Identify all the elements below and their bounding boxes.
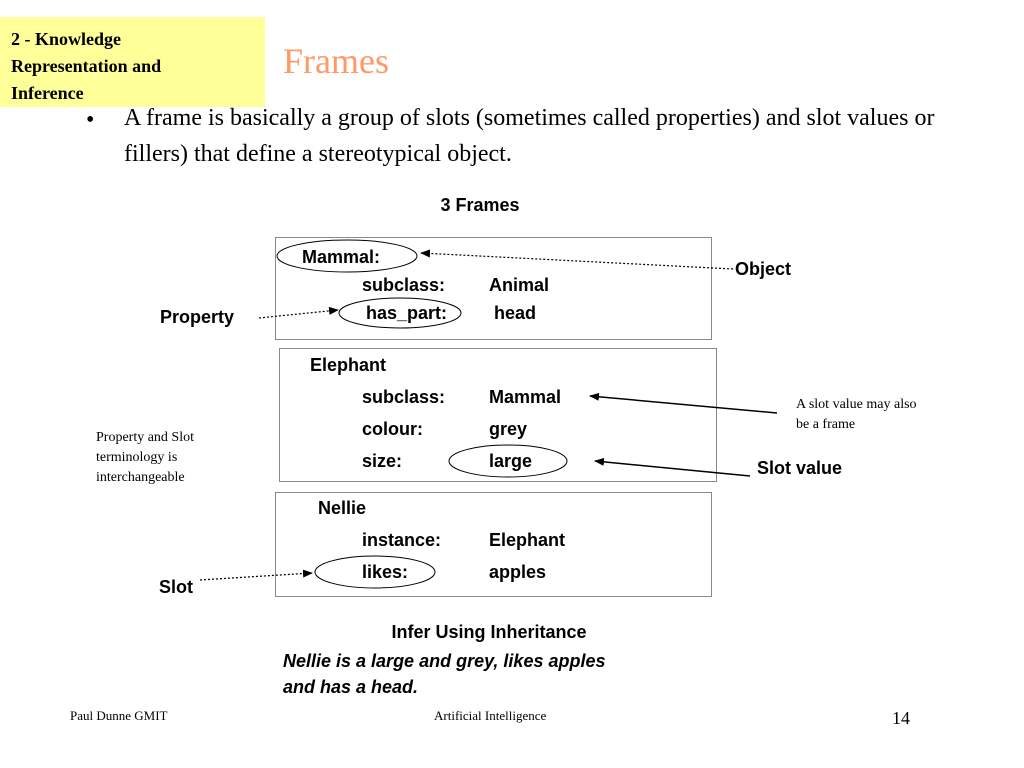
inference-text: Nellie is a large and grey, likes apples… bbox=[283, 648, 703, 700]
note-line: A slot value may also bbox=[796, 397, 917, 412]
note-line: interchangeable bbox=[96, 470, 185, 485]
slot-name: has_part: bbox=[366, 303, 448, 323]
note-terminology: Property and Slot terminology is interch… bbox=[96, 428, 194, 488]
callout-property: Property bbox=[160, 307, 235, 327]
frame-box-mammal bbox=[275, 237, 712, 340]
frame-box-nellie bbox=[275, 492, 712, 597]
frame-box-elephant bbox=[279, 348, 717, 482]
inference-line: Nellie is a large and grey, likes apples bbox=[283, 651, 606, 671]
note-line: Property and Slot bbox=[96, 430, 194, 445]
slot-name: instance: bbox=[362, 530, 442, 550]
inference-line: and has a head. bbox=[283, 677, 419, 697]
section-tag-line: Representation and bbox=[11, 56, 162, 76]
inference-heading: Infer Using Inheritance bbox=[391, 622, 587, 642]
note-line: be a frame bbox=[796, 417, 856, 432]
slot-name: subclass: bbox=[362, 387, 446, 407]
slot-value: head bbox=[494, 303, 537, 323]
slot-value: large bbox=[489, 451, 533, 471]
frame-name-elephant: Elephant bbox=[310, 355, 387, 375]
slot-value: Mammal bbox=[489, 387, 562, 407]
diagram-title: 3 Frames bbox=[440, 195, 520, 215]
note-line: terminology is bbox=[96, 450, 178, 465]
slot-name: likes: bbox=[362, 562, 409, 582]
callout-slot-value: Slot value bbox=[757, 458, 843, 478]
slot-name: colour: bbox=[362, 419, 423, 439]
note-slot-value-frame: A slot value may also be a frame bbox=[796, 395, 917, 435]
page-number: 14 bbox=[892, 708, 910, 728]
bullet-icon: • bbox=[86, 107, 95, 133]
slot-value: apples bbox=[489, 562, 547, 582]
callout-slot: Slot bbox=[159, 577, 193, 597]
slide-title: Frames bbox=[283, 41, 389, 81]
bullet-text: A frame is basically a group of slots (s… bbox=[124, 105, 935, 167]
footer-author: Paul Dunne GMIT bbox=[70, 708, 168, 723]
slot-value: Elephant bbox=[489, 530, 566, 550]
slot-name: size: bbox=[362, 451, 403, 471]
callout-object: Object bbox=[735, 259, 792, 279]
slot-name: subclass: bbox=[362, 275, 446, 295]
section-tag: 2 - Knowledge Representation and Inferen… bbox=[0, 17, 265, 107]
frame-name-mammal: Mammal: bbox=[302, 247, 381, 267]
footer-course: Artificial Intelligence bbox=[434, 708, 547, 723]
section-tag-line: Inference bbox=[11, 83, 84, 103]
frame-name-nellie: Nellie bbox=[318, 498, 367, 518]
slot-value: grey bbox=[489, 419, 528, 439]
section-tag-line: 2 - Knowledge bbox=[11, 29, 121, 49]
slot-value: Animal bbox=[489, 275, 550, 295]
